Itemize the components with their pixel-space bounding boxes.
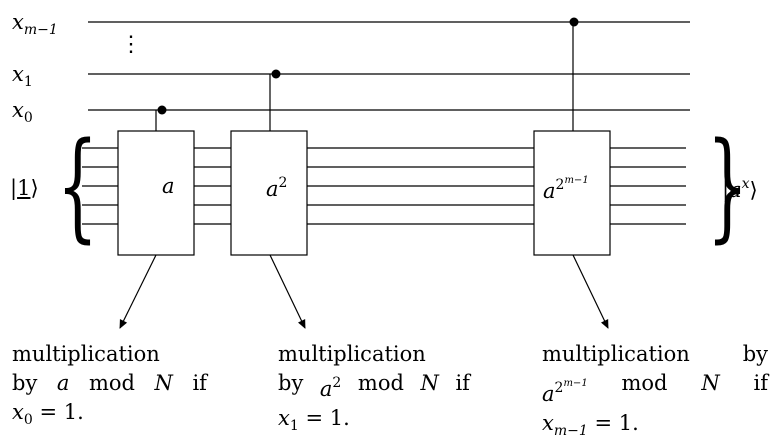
pointer-arrow-3	[572, 254, 609, 329]
gate-label-am: a2m−1	[543, 175, 589, 203]
note-multiplication-a2: multiplication by a2 mod N if x1 = 1.	[278, 342, 470, 434]
label-xm1: xm−1	[12, 10, 58, 38]
output-ket: |ax⟩	[722, 176, 758, 202]
pointer-arrow-1	[119, 254, 157, 329]
control-dot-xm1	[569, 17, 579, 27]
label-x1: x1	[12, 62, 33, 90]
pointer-arrow-2	[269, 254, 306, 329]
gate-box-am	[533, 130, 611, 256]
label-x0: x0	[12, 98, 33, 126]
gate-box-a	[117, 130, 195, 256]
gate-box-a2	[230, 130, 308, 256]
note-multiplication-a: multiplication by a mod N if x0 = 1.	[12, 342, 207, 428]
control-dot-x0	[157, 105, 167, 115]
gate-label-a: a	[162, 174, 175, 198]
vertical-dots: ⋮	[120, 32, 142, 57]
gate-label-a2: a2	[266, 175, 288, 201]
control-dot-x1	[271, 69, 281, 79]
right-brace: }	[706, 116, 749, 254]
input-ket: |1⟩	[10, 176, 39, 200]
left-brace: {	[56, 116, 99, 254]
